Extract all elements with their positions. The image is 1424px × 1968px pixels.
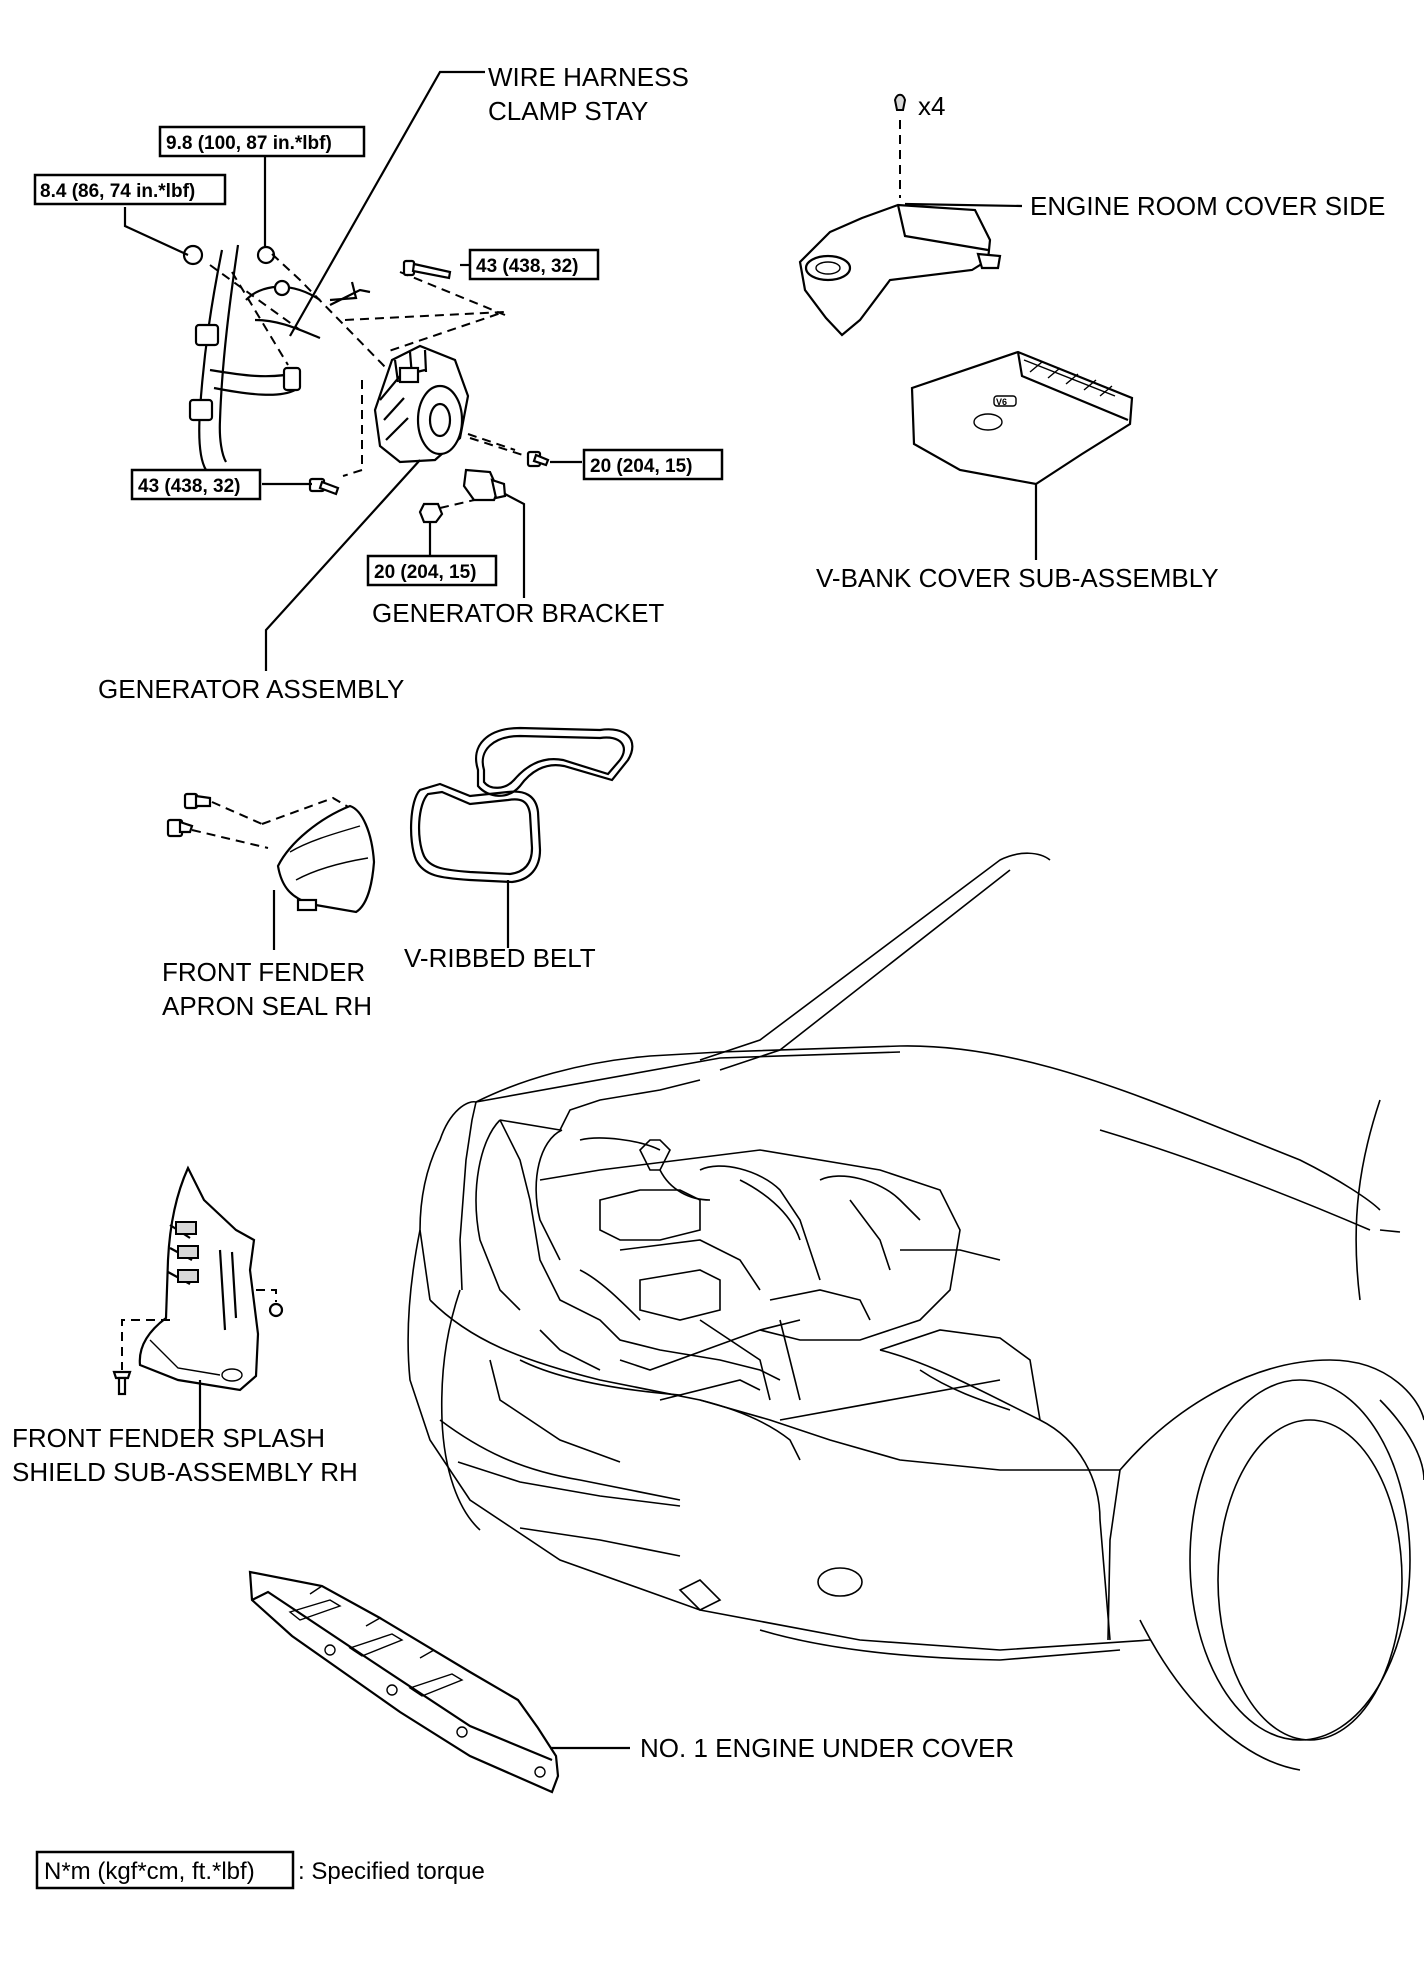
legend-unit-box: N*m (kgf*cm, ft.*lbf)	[44, 1858, 255, 1885]
splash-shield-label-1: FRONT FENDER SPLASH	[12, 1423, 325, 1453]
front-fender-apron-seal-illustration	[166, 792, 376, 950]
bracket-bolt-lower	[418, 502, 444, 524]
splash-shield-label-2: SHIELD SUB-ASSEMBLY RH	[12, 1457, 358, 1487]
torque-lower-through-bolt: 43 (438, 32)	[138, 476, 240, 497]
v-bank-cover-label: V-BANK COVER SUB-ASSEMBLY	[816, 563, 1219, 593]
v6-badge: V6	[996, 397, 1007, 407]
torque-legend: N*m (kgf*cm, ft.*lbf) : Specified torque	[35, 1850, 485, 1890]
v-ribbed-belt-illustration	[409, 726, 634, 948]
torque-top-through-bolt: 43 (438, 32)	[476, 256, 578, 277]
generator-bracket	[462, 468, 507, 502]
engine-room-cover-side-label: ENGINE ROOM COVER SIDE	[1030, 191, 1385, 221]
through-bolt-lower	[308, 477, 340, 496]
generator-assembly-label: GENERATOR ASSEMBLY	[98, 674, 404, 704]
engine-under-cover-label: NO. 1 ENGINE UNDER COVER	[640, 1733, 1014, 1763]
generator-bracket-label: GENERATOR BRACKET	[372, 598, 664, 628]
vehicle-outline-illustration	[407, 852, 1424, 1771]
torque-specs: 9.8 (100, 87 in.*lbf) 8.4 (86, 74 in.*lb…	[33, 125, 724, 587]
legend-text: : Specified torque	[298, 1858, 485, 1885]
engine-under-cover-illustration	[248, 1570, 630, 1794]
bracket-bolt-right	[526, 450, 550, 468]
labels: WIRE HARNESS CLAMP STAY x4 ENGINE ROOM C…	[12, 62, 1385, 1763]
quantity-x4-label: x4	[918, 91, 945, 121]
v-ribbed-belt-label: V-RIBBED BELT	[404, 943, 596, 973]
v-bank-cover-illustration: V6	[910, 350, 1134, 560]
wire-harness-clamp-stay-label-1: WIRE HARNESS	[488, 62, 689, 92]
torque-harness-bolt: 8.4 (86, 74 in.*lbf)	[40, 181, 195, 202]
through-bolt-top	[402, 259, 452, 280]
front-fender-apron-label-1: FRONT FENDER	[162, 957, 365, 987]
torque-clamp-stay-bolt: 9.8 (100, 87 in.*lbf)	[166, 133, 332, 154]
engine-room-cover-side-illustration	[798, 93, 1023, 337]
front-fender-apron-label-2: APRON SEAL RH	[162, 991, 372, 1021]
torque-bracket-bolt-lower: 20 (204, 15)	[374, 562, 476, 583]
torque-bracket-bolt-right: 20 (204, 15)	[590, 456, 692, 477]
generator-body	[373, 344, 470, 464]
generator-assembly-illustration	[123, 70, 582, 671]
splash-shield-illustration	[112, 1165, 284, 1438]
wire-harness-clamp-stay-label-2: CLAMP STAY	[488, 96, 648, 126]
